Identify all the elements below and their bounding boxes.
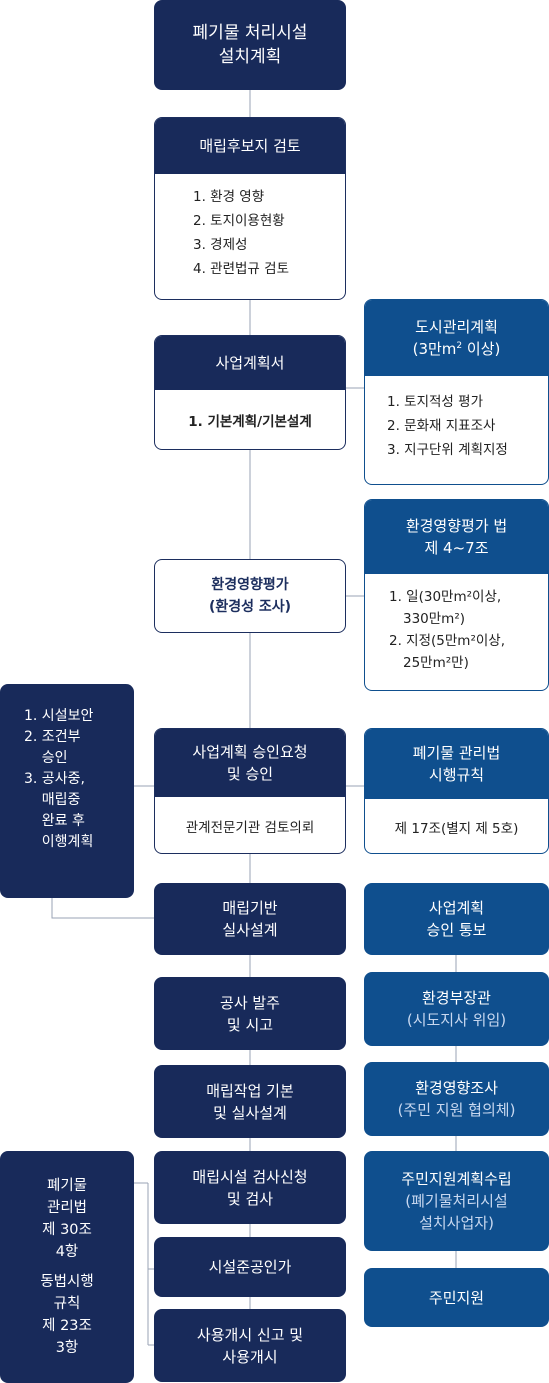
completion-line1: 시설준공인가 <box>208 1258 292 1276</box>
waste-rules-title-line2: 시행규칙 <box>428 766 485 784</box>
urban-plan-title-line2: (3만m2 이상) <box>412 340 501 358</box>
approval-request-item: 관계전문기관 검토의뢰 <box>185 820 315 836</box>
waste-rules-title-line1: 폐기물 관리법 <box>412 744 501 762</box>
env-law-title-line2: 제 4~7조 <box>424 539 489 557</box>
law-refs-box: 폐기물 관리법 제 30조 4항 동법시행 규칙 제 23조 3항 <box>0 1151 134 1383</box>
opening-line2: 사용개시 <box>222 1347 278 1366</box>
law-ref-b-line3: 제 23조 <box>42 1318 92 1334</box>
env-law-item1-line1: 1. 일(30만m²이상, <box>389 589 502 605</box>
env-law-item2-line1: 2. 지정(5만m²이상, <box>389 633 505 649</box>
completion-box: 시설준공인가 <box>154 1237 346 1297</box>
env-survey-box: 환경영향조사 (주민 지원 협의체) <box>364 1062 549 1136</box>
approval-request-box: 사업계획 승인요청 및 승인 관계전문기관 검토의뢰 <box>154 728 346 854</box>
law-ref-a-line4: 4항 <box>55 1244 79 1260</box>
minister-line2: (시도지사 위임) <box>406 1011 507 1029</box>
law-ref-a-line1: 폐기물 <box>46 1178 88 1194</box>
law-ref-a-line3: 제 30조 <box>42 1222 92 1238</box>
left-note-item: 2. 조건부 <box>24 729 81 745</box>
law-ref-b-line2: 규칙 <box>53 1296 81 1312</box>
support-plan-box: 주민지원계획수립 (폐기물처리시설 설치사업자) <box>364 1151 549 1251</box>
approval-notice-line2: 승인 통보 <box>426 921 487 939</box>
opening-line1: 사용개시 신고 및 <box>196 1325 304 1344</box>
business-plan-item: 1. 기본계획/기본설계 <box>188 413 312 430</box>
landfill-work-box: 매립작업 기본 및 실사설계 <box>154 1065 346 1138</box>
urban-plan-title-line1: 도시관리계획 <box>415 318 498 336</box>
env-survey-line1: 환경영향조사 <box>415 1079 498 1097</box>
business-plan-title: 사업계획서 <box>215 354 285 372</box>
env-assessment-box: 환경영향평가 (환경성 조사) <box>154 559 346 633</box>
landfill-review-title: 매립후보지 검토 <box>199 137 301 155</box>
resident-support-box: 주민지원 <box>364 1268 549 1327</box>
left-note-item: 이행계획 <box>24 834 94 850</box>
waste-rules-item: 제 17조(별지 제 5호) <box>394 821 519 837</box>
env-law-title-line1: 환경영향평가 법 <box>405 517 508 535</box>
opening-box: 사용개시 신고 및 사용개시 <box>154 1309 346 1382</box>
approval-notice-line1: 사업계획 <box>428 899 485 917</box>
approval-notice-box: 사업계획 승인 통보 <box>364 883 549 955</box>
order-line2: 및 시고 <box>226 1015 274 1034</box>
support-plan-line2: (폐기물처리시설 <box>405 1192 508 1210</box>
law-ref-b-line1: 동법시행 <box>40 1274 94 1290</box>
order-line1: 공사 발주 <box>220 993 280 1012</box>
urban-plan-item: 1. 토지적성 평가 <box>387 394 483 410</box>
left-note-item: 완료 후 <box>24 813 85 829</box>
approval-request-title-line1: 사업계획 승인요청 <box>192 743 308 761</box>
landfill-work-line1: 매립작업 기본 <box>206 1081 294 1100</box>
urban-plan-box: 도시관리계획 (3만m2 이상) 1. 토지적성 평가 2. 문화재 지표조사 … <box>364 299 549 485</box>
business-plan-box: 사업계획서 1. 기본계획/기본설계 <box>154 335 346 450</box>
plan-line1: 폐기물 처리시설 <box>192 23 308 43</box>
minister-box: 환경부장관 (시도지사 위임) <box>364 972 549 1046</box>
urban-plan-item: 2. 문화재 지표조사 <box>387 418 496 434</box>
minister-line1: 환경부장관 <box>421 989 491 1007</box>
waste-rules-box: 폐기물 관리법 시행규칙 제 17조(별지 제 5호) <box>364 728 549 854</box>
landfill-review-item: 4. 관련법규 검토 <box>193 261 289 277</box>
left-note-item: 1. 시설보안 <box>24 708 94 724</box>
detailed-design-line2: 실사설계 <box>222 921 278 939</box>
support-plan-line3: 설치사업자) <box>419 1214 494 1232</box>
landfill-review-item: 2. 토지이용현황 <box>193 213 285 229</box>
inspection-line2: 및 검사 <box>226 1189 274 1208</box>
left-note-item: 3. 공사중, <box>24 771 85 787</box>
detailed-design-box: 매립기반 실사설계 <box>154 883 346 955</box>
order-box: 공사 발주 및 시고 <box>154 977 346 1050</box>
env-law-box: 환경영향평가 법 제 4~7조 1. 일(30만m²이상, 330만m²) 2.… <box>364 499 549 691</box>
landfill-review-box: 매립후보지 검토 1. 환경 영향 2. 토지이용현황 3. 경제성 4. 관련… <box>154 117 346 300</box>
urban-plan-item: 3. 지구단위 계획지정 <box>387 442 508 458</box>
left-note-item: 매립중 <box>24 792 81 808</box>
plan-line2: 설치계획 <box>218 47 282 67</box>
landfill-review-item: 1. 환경 영향 <box>193 189 265 205</box>
detailed-design-line1: 매립기반 <box>222 899 278 917</box>
landfill-work-line2: 및 실사설계 <box>213 1103 287 1122</box>
plan-box: 폐기물 처리시설 설치계획 <box>154 0 346 90</box>
resident-support-line1: 주민지원 <box>428 1288 485 1307</box>
landfill-review-item: 3. 경제성 <box>193 237 248 253</box>
env-law-item1-line2: 330만m²) <box>403 611 466 627</box>
approval-request-title-line2: 및 승인 <box>226 765 274 783</box>
law-ref-b-line4: 3항 <box>55 1340 79 1356</box>
inspection-box: 매립시설 검사신청 및 검사 <box>154 1151 346 1224</box>
left-notes-box: 1. 시설보안 2. 조건부 승인 3. 공사중, 매립중 완료 후 이행계획 <box>0 684 134 898</box>
env-assessment-line1: 환경영향평가 <box>211 577 289 593</box>
inspection-line1: 매립시설 검사신청 <box>192 1167 308 1186</box>
env-assessment-line2: (환경성 조사) <box>208 599 292 615</box>
law-ref-a-line2: 관리법 <box>46 1200 88 1216</box>
env-law-item2-line2: 25만m²만) <box>403 655 469 671</box>
env-survey-line2: (주민 지원 협의체) <box>397 1101 516 1119</box>
support-plan-line1: 주민지원계획수립 <box>401 1170 512 1188</box>
left-note-item: 승인 <box>24 750 68 766</box>
